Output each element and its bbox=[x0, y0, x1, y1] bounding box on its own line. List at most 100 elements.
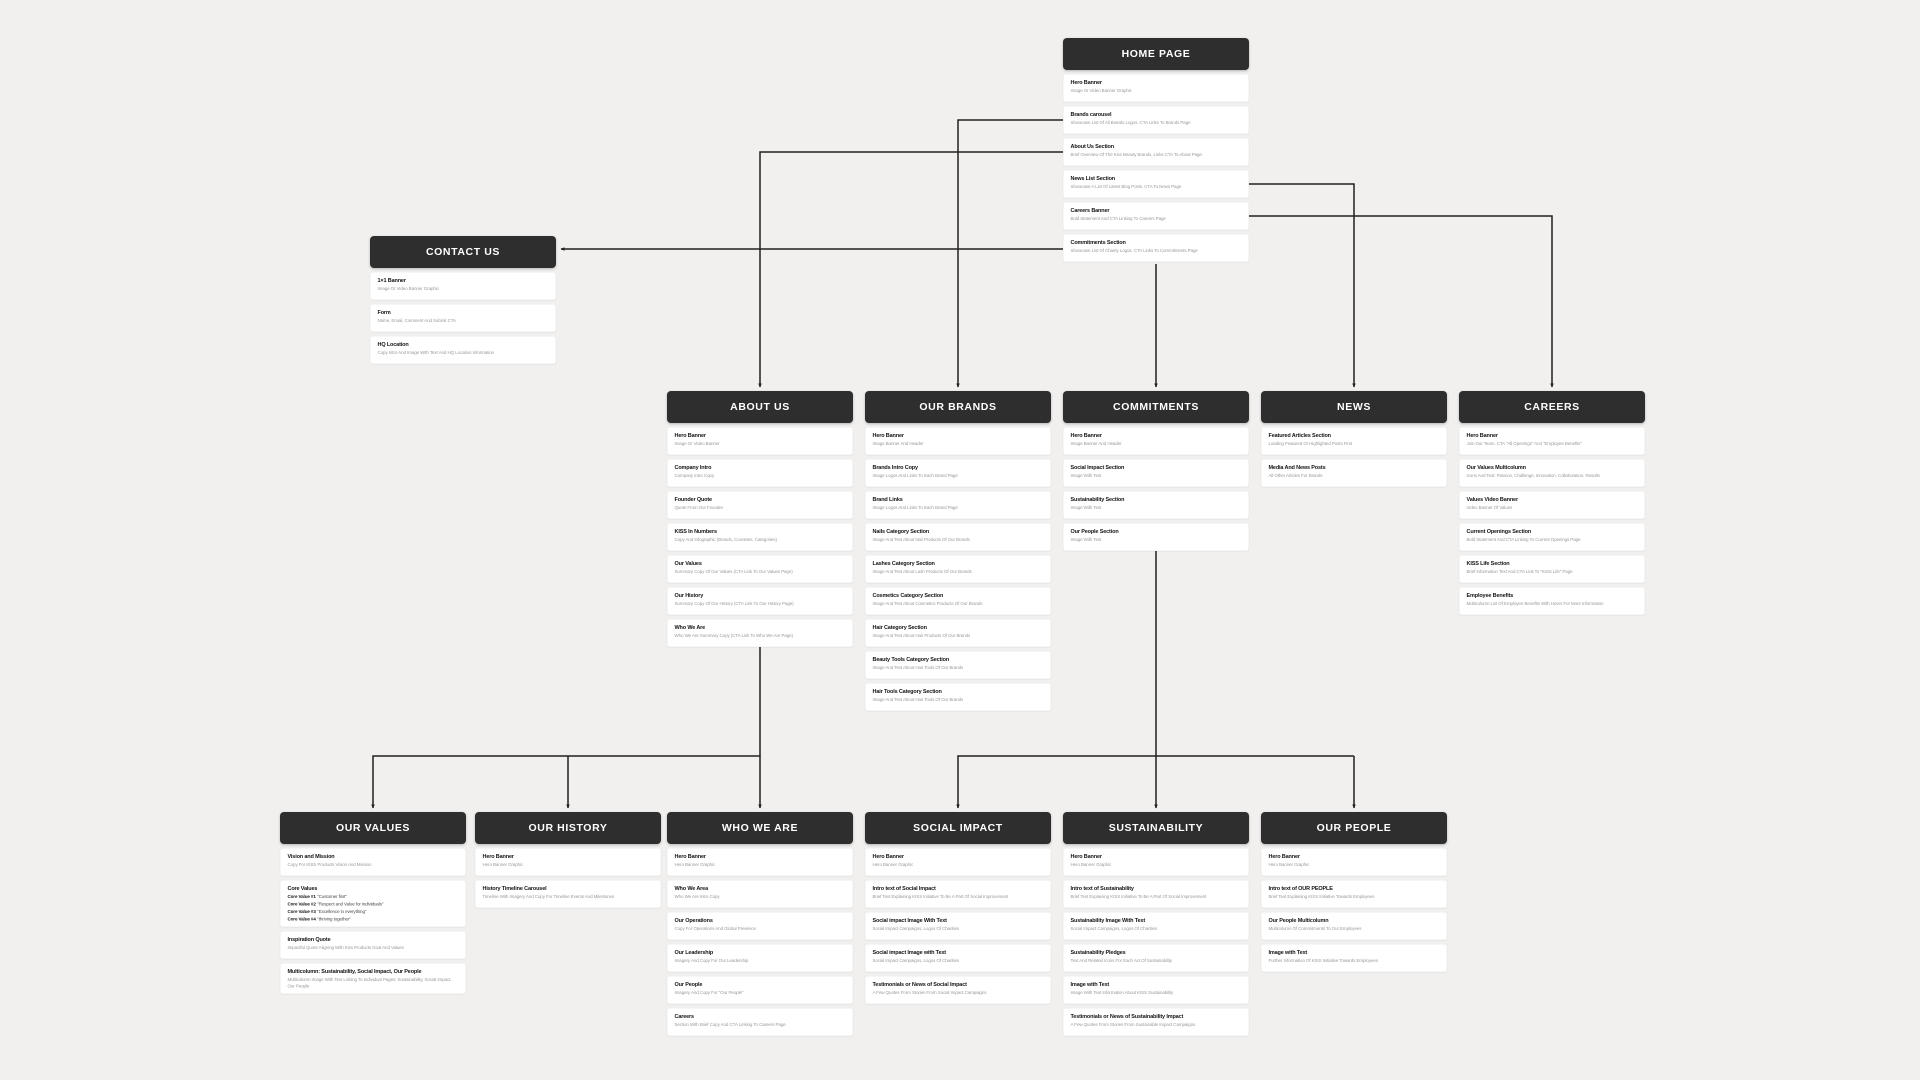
page-card-title-contact[interactable]: CONTACT US bbox=[370, 236, 556, 268]
page-card-title-commitments[interactable]: COMMITMENTS bbox=[1063, 391, 1249, 423]
page-card-title-home[interactable]: HOME PAGE bbox=[1063, 38, 1249, 70]
page-card-title-sustain[interactable]: SUSTAINABILITY bbox=[1063, 812, 1249, 844]
page-card-title-brands[interactable]: OUR BRANDS bbox=[865, 391, 1051, 423]
page-card-title-social[interactable]: SOCIAL IMPACT bbox=[865, 812, 1051, 844]
section-title: HQ Location bbox=[377, 341, 409, 348]
page-card-title-news[interactable]: NEWS bbox=[1261, 391, 1447, 423]
page-card-title-about[interactable]: ABOUT US bbox=[667, 391, 853, 423]
page-card-title-people[interactable]: OUR PEOPLE bbox=[1261, 812, 1447, 844]
page-card-title-careers[interactable]: CAREERS bbox=[1459, 391, 1645, 423]
page-card-title-who[interactable]: WHO WE ARE bbox=[667, 812, 853, 844]
page-card-title-values[interactable]: OUR VALUES bbox=[280, 812, 466, 844]
section-description: Bold Statement And CTA Linking To Career… bbox=[1070, 216, 1166, 221]
section-title: Hero Banner bbox=[1070, 853, 1103, 860]
section-title: Lashes Category Section bbox=[872, 560, 935, 567]
section-row[interactable]: Testimonials or News of Sustainability I… bbox=[1063, 1008, 1249, 1036]
section-title: Sustainability Section bbox=[1070, 496, 1125, 503]
section-description: Loading Featured Or Highlighted Posts Fi… bbox=[1268, 441, 1353, 446]
connector-about-values bbox=[371, 645, 761, 809]
page-card-title-history[interactable]: OUR HISTORY bbox=[475, 812, 661, 844]
section-description: Imagery And Copy For "Our People" bbox=[674, 990, 744, 995]
core-value-line: Core Value #4"thriving together" bbox=[288, 916, 459, 923]
section-title: Hero Banner bbox=[482, 853, 515, 860]
section-row[interactable]: Multicolumn: Sustainability, Social Impa… bbox=[280, 963, 466, 994]
